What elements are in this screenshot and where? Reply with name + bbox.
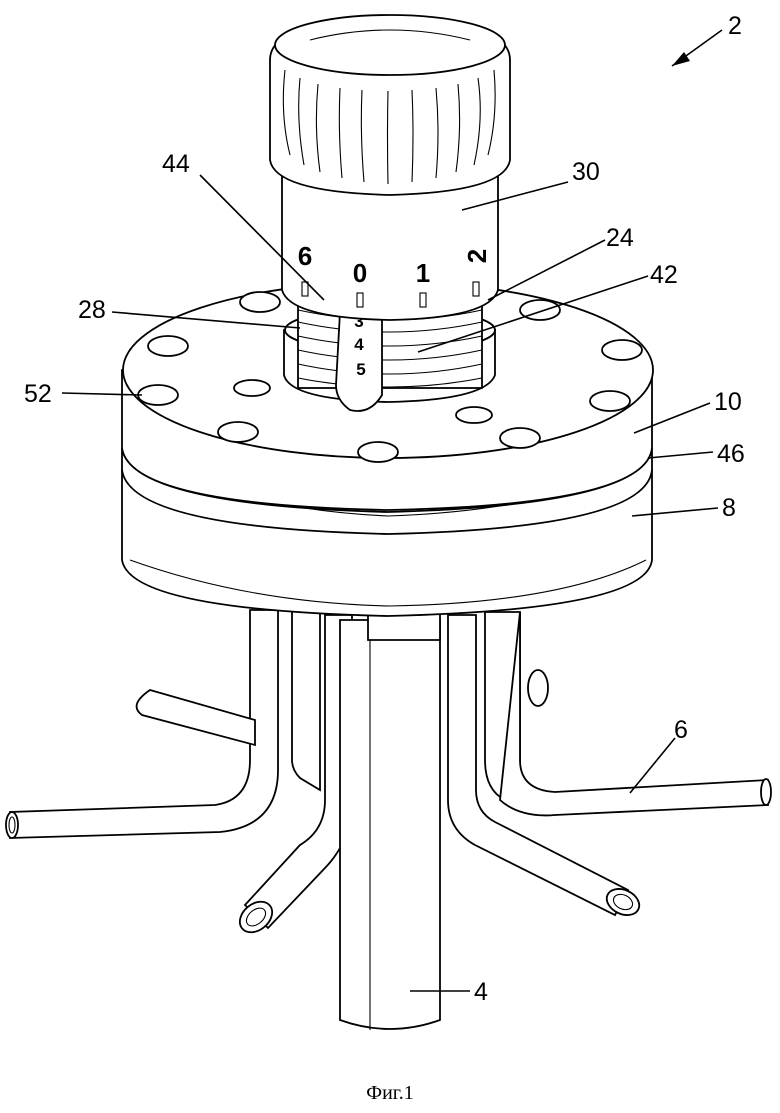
label-46: 46: [717, 440, 745, 468]
patent-drawing: 3 4 5 9 0 1 2: [0, 0, 780, 1080]
label-8: 8: [722, 494, 736, 522]
label-44: 44: [162, 150, 190, 178]
label-4: 4: [474, 978, 488, 1006]
dial-digit-9: 9: [298, 241, 312, 271]
knob: [270, 15, 510, 195]
label-24: 24: [606, 224, 634, 252]
dial-digit-1: 1: [416, 258, 430, 288]
dial-digit-0: 0: [353, 258, 367, 288]
figure-caption: Фиг.1: [0, 1082, 780, 1105]
label-30: 30: [572, 158, 600, 186]
label-6: 6: [674, 716, 688, 744]
branch-pipes: [6, 610, 771, 1030]
label-52: 52: [24, 380, 52, 408]
label-2: 2: [728, 12, 742, 40]
dial-digit-2: 2: [462, 249, 492, 263]
scale-digit-4: 4: [354, 335, 364, 354]
label-28: 28: [78, 296, 106, 324]
label-42: 42: [650, 261, 678, 289]
scale-digit-5: 5: [356, 360, 365, 379]
scale-tab: 3 4 5: [336, 308, 382, 411]
label-10: 10: [714, 388, 742, 416]
